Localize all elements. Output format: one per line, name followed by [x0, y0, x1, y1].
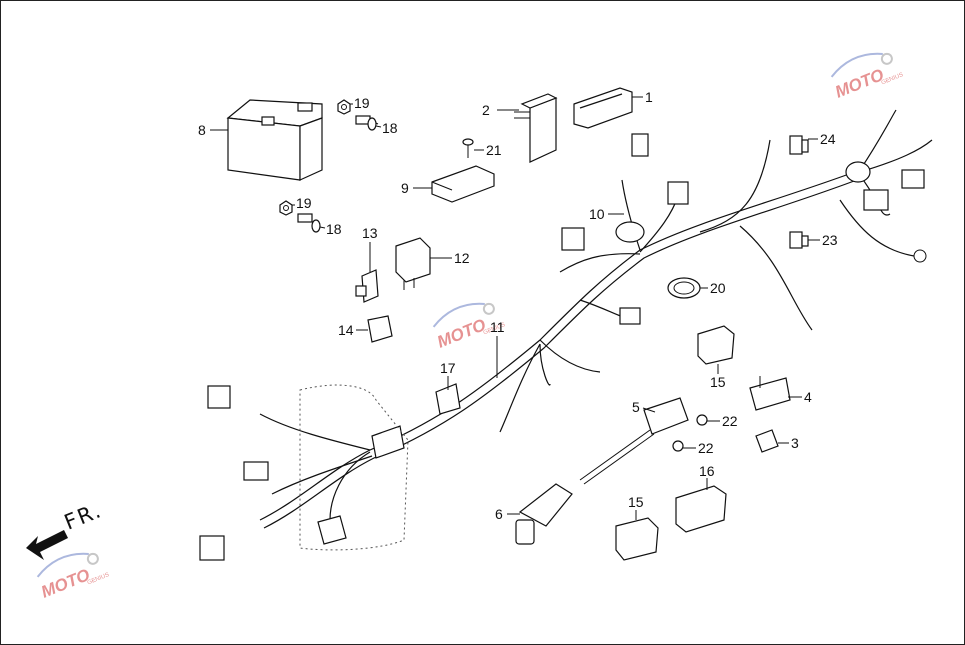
battery-part [226, 99, 323, 181]
callout-21: 21 [474, 142, 502, 158]
callout-number: 4 [804, 389, 812, 405]
callout-17: 17 [440, 360, 456, 390]
callout-number: 3 [791, 435, 799, 451]
callout-number: 22 [722, 413, 738, 429]
callout-23: 23 [808, 232, 838, 248]
bolt-part-lower [297, 213, 321, 233]
callout-number: 18 [382, 120, 398, 136]
callout-19-lower: 19 [292, 195, 312, 211]
nut-part-upper [337, 99, 351, 115]
callout-11: 11 [490, 319, 505, 378]
connector-part-13 [355, 269, 379, 303]
callout-4: 4 [788, 389, 812, 405]
callout-number: 19 [296, 195, 312, 211]
clamp-part [667, 277, 701, 299]
fuse-part-23 [789, 231, 809, 249]
callout-number: 22 [698, 440, 714, 456]
flasher-relay-part [395, 237, 431, 290]
callout-14: 14 [338, 322, 368, 338]
regulator-part [514, 93, 558, 163]
bolt-part-22-upper [696, 414, 708, 426]
callout-number: 12 [454, 250, 470, 266]
callout-10: 10 [589, 206, 624, 222]
callout-20: 20 [700, 280, 726, 296]
callout-15-upper: 15 [710, 364, 726, 390]
cover-part-16 [675, 485, 727, 533]
callout-number: 13 [362, 225, 378, 241]
watermark-logo-text: MOTO [38, 565, 92, 602]
callout-number: 21 [486, 142, 502, 158]
callout-1: 1 [632, 89, 653, 105]
cover-part [573, 87, 633, 129]
bolt-part-upper [355, 115, 379, 131]
callout-22-lower: 22 [683, 440, 714, 456]
callout-number: 24 [820, 131, 836, 147]
callout-6: 6 [495, 506, 520, 522]
callout-number: 15 [710, 374, 726, 390]
callout-number: 16 [699, 463, 715, 479]
callout-number: 6 [495, 506, 503, 522]
watermark-logo-subtext: GENIUS [881, 72, 905, 86]
watermark-logo-text: MOTO [434, 315, 488, 352]
callout-24: 24 [808, 131, 836, 147]
connector-part-3 [755, 429, 779, 453]
callout-number: 23 [822, 232, 838, 248]
callout-18-lower: 18 [319, 221, 342, 237]
buzzer-part-upper [697, 325, 735, 365]
callout-number: 15 [628, 494, 644, 510]
callout-22-upper: 22 [707, 413, 738, 429]
callout-2: 2 [482, 102, 519, 118]
callout-9: 9 [401, 180, 432, 196]
bolt-part-22-lower [672, 440, 684, 452]
callout-number: 11 [490, 319, 505, 335]
watermark-bottom-left: MOTO GENIUS [36, 552, 111, 602]
callout-number: 1 [645, 89, 653, 105]
wire-harness-part [199, 109, 933, 561]
front-direction-arrow: FR. [26, 498, 106, 560]
callout-number: 9 [401, 180, 409, 196]
callout-number: 18 [326, 221, 342, 237]
callout-number: 2 [482, 102, 490, 118]
callout-19-upper: 19 [350, 95, 370, 111]
callout-number: 17 [440, 360, 456, 376]
callout-number: 5 [632, 399, 640, 415]
screw-part [462, 138, 474, 158]
watermark-top-right: MOTO GENIUS [830, 52, 905, 102]
callout-3: 3 [778, 435, 799, 451]
spark-plug-cap-part [515, 483, 573, 545]
callout-number: 19 [354, 95, 370, 111]
connector-part-14 [367, 315, 393, 343]
watermark-logo-subtext: GENIUS [87, 572, 111, 586]
callout-number: 20 [710, 280, 726, 296]
callout-12: 12 [430, 250, 470, 266]
callout-5: 5 [632, 399, 656, 415]
direction-label: FR. [61, 498, 106, 535]
switch-part-4 [749, 376, 791, 411]
relay-part [431, 165, 495, 203]
callout-number: 14 [338, 322, 354, 338]
callout-number: 10 [589, 206, 605, 222]
callout-number: 8 [198, 122, 206, 138]
callout-8: 8 [198, 122, 228, 138]
callout-13: 13 [362, 225, 378, 272]
callout-16: 16 [699, 463, 715, 490]
callout-15-lower: 15 [628, 494, 644, 520]
buzzer-part-lower [615, 517, 659, 561]
watermark-logo-text: MOTO [832, 65, 886, 102]
callout-18-upper: 18 [375, 120, 398, 136]
nut-part-lower [279, 200, 293, 216]
fuse-part-24 [789, 135, 809, 155]
ignition-coil-part [579, 397, 689, 485]
